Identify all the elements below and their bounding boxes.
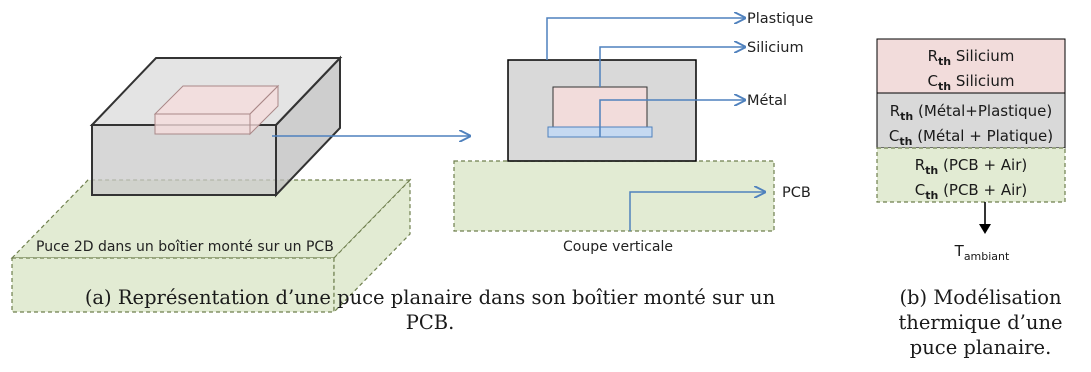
ambient-arrowhead [979,224,991,234]
pcb-label: PCB [782,185,811,201]
cth-metal-plastic: Cth (Métal + Platique) [889,127,1053,148]
pcb-3d-front [11,257,335,313]
caption-a-line1: (a) Représentation d’une puce planaire d… [84,286,776,309]
pcb-3d-side [333,178,411,314]
silicon-layer [876,38,1066,94]
metal-callout-line [599,100,745,137]
die-3d-side [249,84,279,136]
silicon-label: Silicium [747,40,804,56]
label-section-view: Coupe verticale [563,239,673,255]
rth-silicon: Rth Silicium [928,47,1015,68]
package-3d [89,55,343,198]
silicon-callout-line [599,47,745,87]
pcb-section [453,160,775,232]
pcb-air-layer [876,147,1066,203]
plastic-callout-line [546,18,745,60]
plastic-label: Plastique [747,11,813,27]
rth-pcb-air: Rth (PCB + Air) [915,156,1028,177]
cth-silicon: Cth Silicium [928,72,1015,93]
caption-b-line2: thermique d’une [898,311,1063,334]
metal-label: Métal [747,93,787,109]
metal-plastic-layer [876,92,1066,149]
caption-a: (a) Représentation d’une puce planaire d… [0,285,860,335]
die-3d-front [154,113,251,135]
package-3d-front [91,124,277,196]
caption-b: (b) Modélisation thermique d’une puce pl… [870,285,1091,360]
ambient-label: Tambiant [954,242,1010,263]
rth-metal-plastic: Rth (Métal+Plastique) [890,102,1053,123]
caption-a-line2: PCB. [405,311,455,334]
caption-b-line1: (b) Modélisation [899,286,1062,309]
pcb-callout-line [629,192,765,231]
label-3d-view: Puce 2D dans un boîtier monté sur un PCB [36,239,334,255]
thermal-stack: Rth Silicium Cth Silicium Rth (Métal+Pla… [876,38,1066,203]
caption-b-line3: puce planaire. [909,336,1052,359]
pcb-3d [10,178,412,314]
cth-pcb-air: Cth (PCB + Air) [915,181,1028,202]
